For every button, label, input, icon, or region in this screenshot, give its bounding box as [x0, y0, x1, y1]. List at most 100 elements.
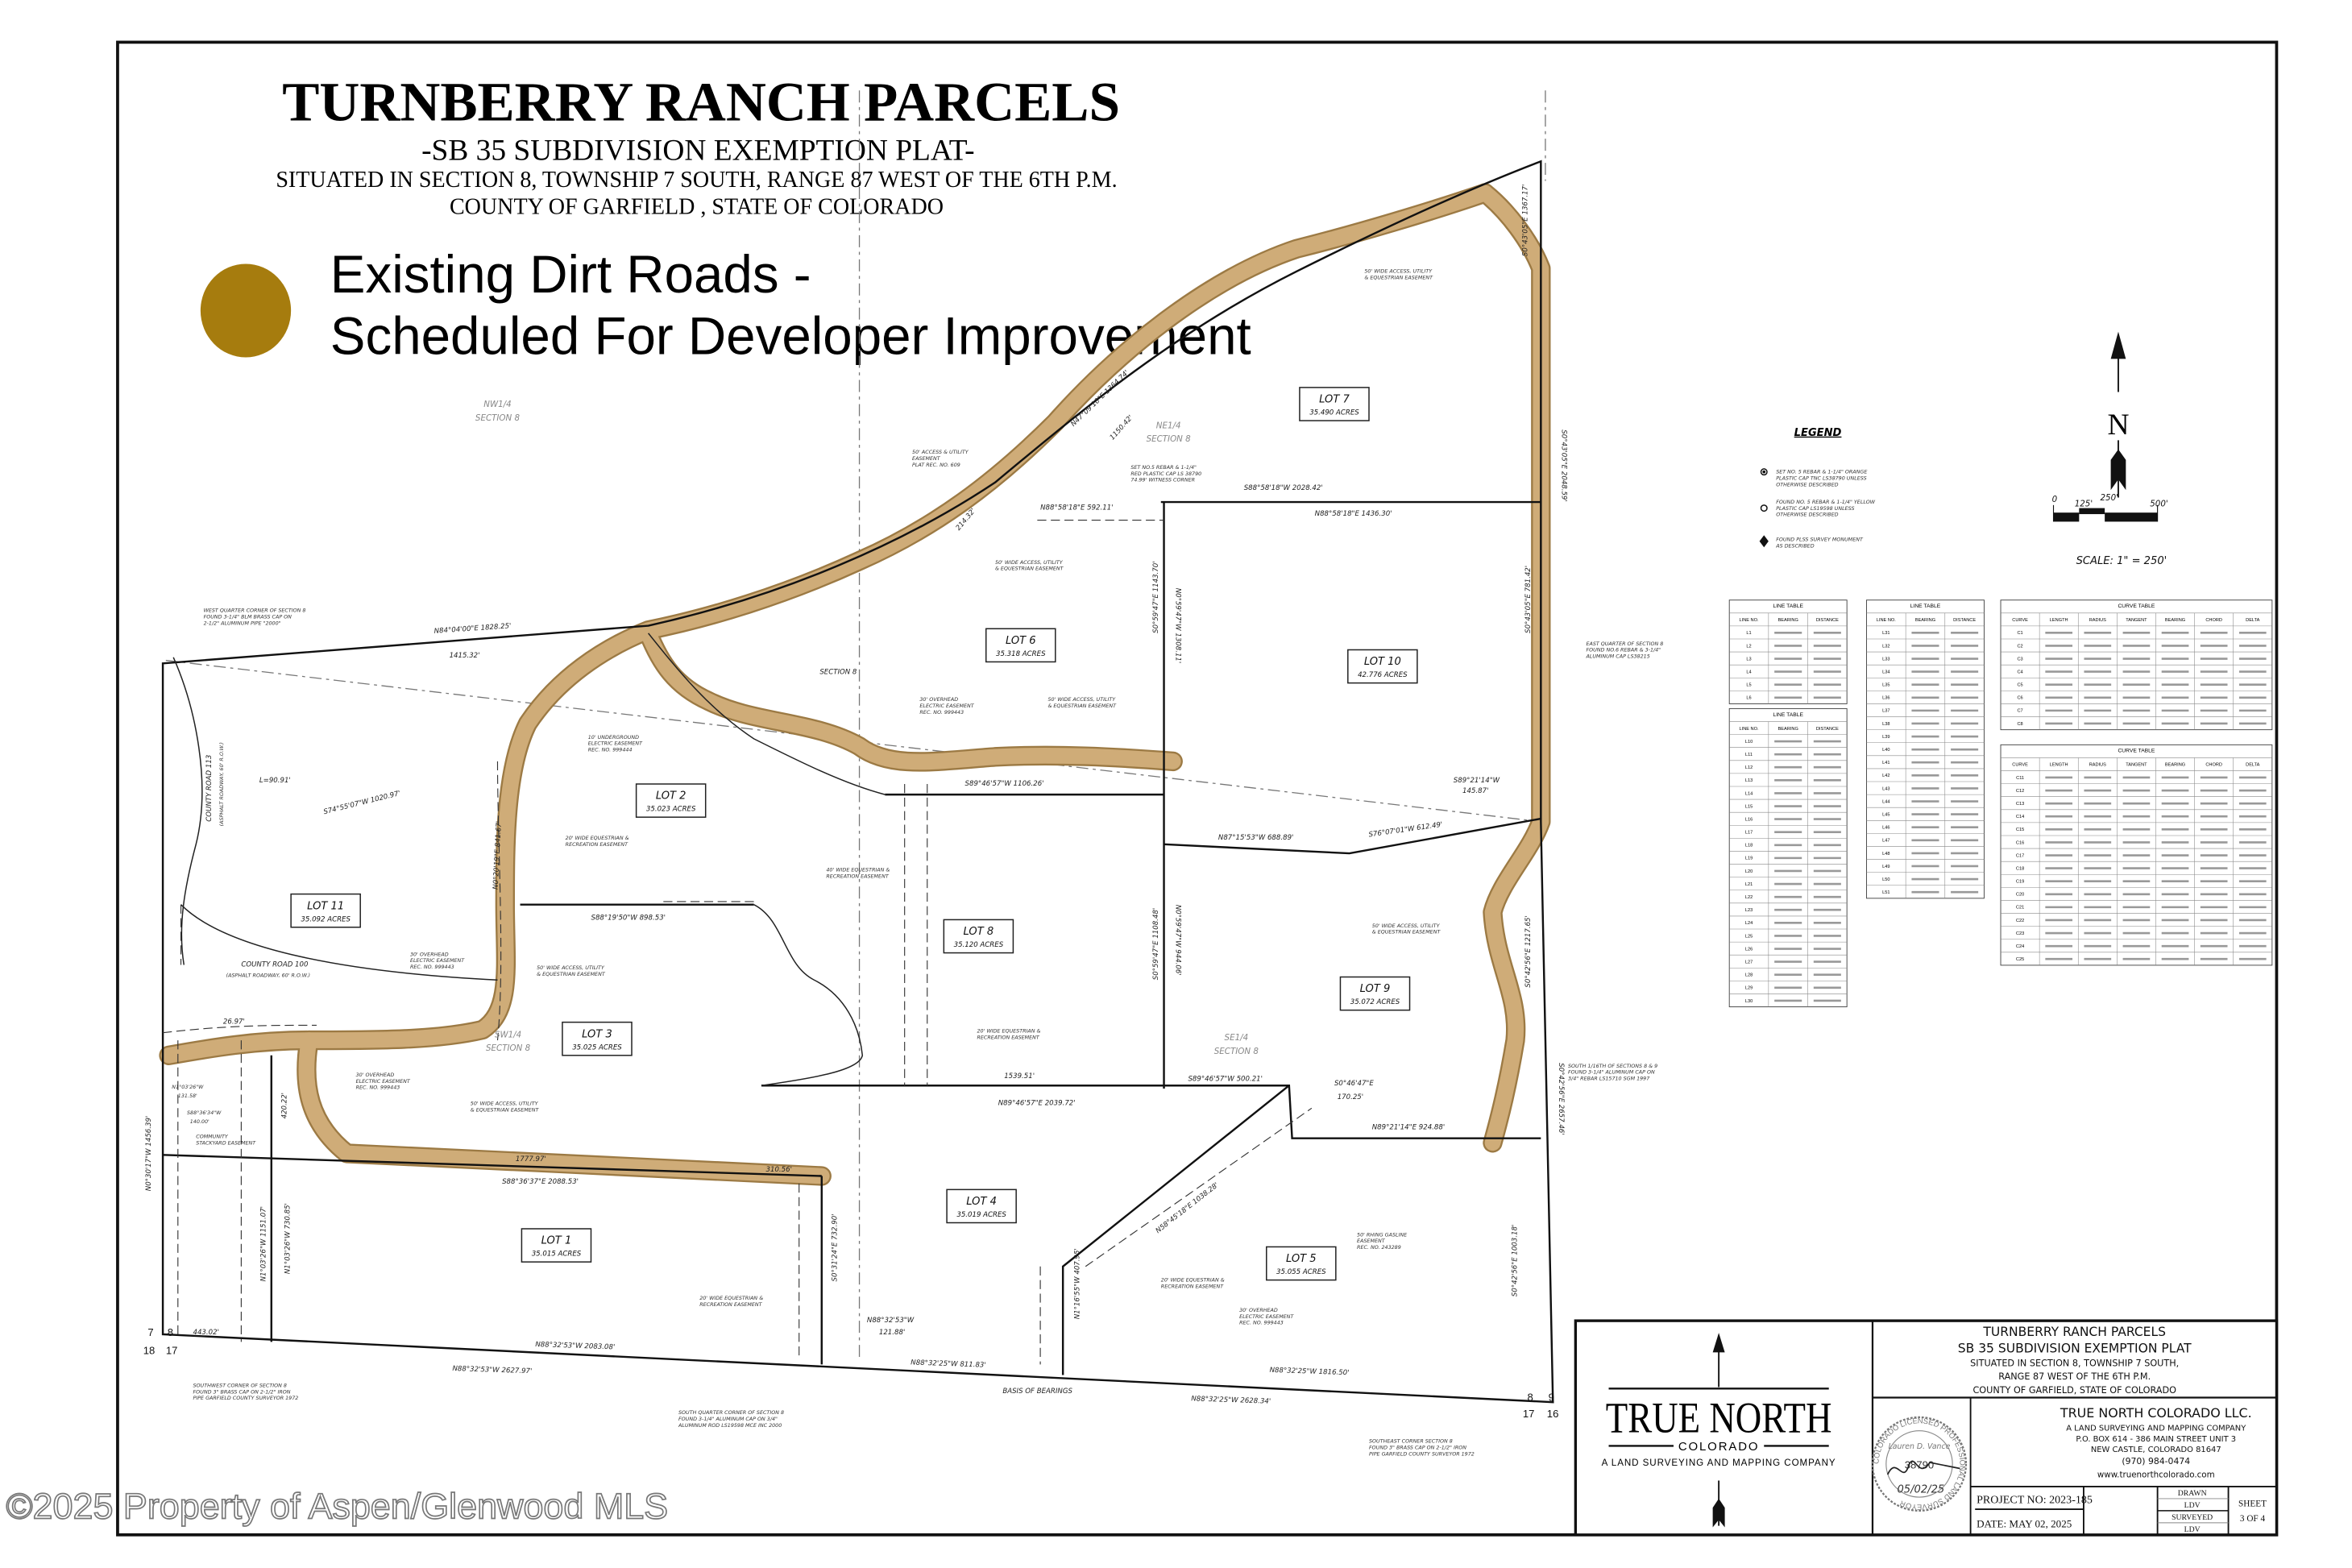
table-header: BEARING — [1778, 618, 1798, 623]
table-row-label: L23 — [1745, 908, 1753, 913]
lot-label: LOT 435.019 ACRES — [946, 1188, 1017, 1224]
title-county: COUNTY OF GARFIELD , STATE OF COLORADO — [450, 195, 944, 220]
table-header: LENGTH — [2050, 763, 2068, 768]
table-row-label: C24 — [2016, 944, 2024, 949]
county-road-100-note: (ASPHALT ROADWAY, 60' R.O.W.) — [226, 973, 310, 979]
bearing-label: 1539.51' — [1004, 1072, 1035, 1081]
tb-subtitle: SB 35 SUBDIVISION EXEMPTION PLAT — [1958, 1341, 2192, 1355]
table-header: CURVE — [2012, 618, 2028, 623]
svg-text:35.318 ACRES: 35.318 ACRES — [996, 650, 1046, 658]
plat-title: TURNBERRY RANCH PARCELS -SB 35 SUBDIVISI… — [276, 71, 1120, 220]
text-line: RECREATION EASEMENT — [826, 873, 889, 879]
callout-equestrian: 20' WIDE EQUESTRIAN &RECREATION EASEMENT — [699, 1296, 763, 1308]
table-row-label: L31 — [1882, 631, 1889, 636]
table-row-label: L5 — [1746, 683, 1751, 688]
bearing-label: 310.56' — [766, 1166, 792, 1174]
logo-tagline: A LAND SURVEYING AND MAPPING COMPANY — [1602, 1458, 1836, 1468]
title-block: TRUE NORTH COLORADO A LAND SURVEYING AND… — [1574, 1319, 2279, 1537]
drawn-label: DRAWN — [2178, 1489, 2207, 1498]
bearing-label: 121.88' — [879, 1329, 905, 1337]
text-line: 50' WIDE ACCESS, UTILITY — [471, 1101, 539, 1107]
text-line: WEST QUARTER CORNER OF SECTION 8 — [204, 608, 306, 614]
lot-labels: LOT 735.490 ACRES LOT 635.318 ACRES LOT … — [290, 387, 1418, 1281]
table-row-label: L34 — [1882, 670, 1889, 674]
bearing-label: S0°43'05"E 1367.17' — [1521, 185, 1529, 256]
bearing-label: 420.22' — [281, 1093, 289, 1118]
bearing-label: S88°36'34"W — [187, 1110, 222, 1116]
text-line: EASEMENT — [912, 456, 941, 462]
callout-equestrian: 40' WIDE EQUESTRIAN &RECREATION EASEMENT — [826, 868, 890, 880]
text-line: PLASTIC CAP LS19598 UNLESS — [1776, 506, 1854, 512]
table-row-label: L46 — [1882, 826, 1889, 831]
bearing-label: N1°03'26"W — [172, 1084, 204, 1090]
corner-number: 18 — [143, 1344, 156, 1356]
drawn-by: LDV — [2184, 1501, 2201, 1510]
bearing-label: S89°46'57"W 500.21' — [1188, 1076, 1263, 1084]
text-line: FOUND 3" BRASS CAP ON 2-1/2" IRON — [1369, 1446, 1466, 1451]
scale-tick: 500' — [2150, 500, 2167, 509]
svg-text:LOT 6: LOT 6 — [1006, 635, 1036, 647]
corner-number: 16 — [1547, 1408, 1559, 1420]
table-row-label: C11 — [2016, 776, 2024, 781]
table-header: DISTANCE — [1816, 727, 1839, 732]
road-west-spur — [160, 1032, 317, 1064]
county-road-113-note: (ASPHALT ROADWAY, 60' R.O.W.) — [219, 742, 225, 826]
county-road-100-label: COUNTY ROAD 100 — [241, 960, 309, 969]
table-title: LINE TABLE — [1773, 712, 1803, 718]
text-line: FOUND 3-1/4" ALUMINUM CAP ON — [1568, 1070, 1655, 1076]
road-legend-line2: Scheduled For Developer Improvement — [330, 307, 1251, 366]
corner-number: 17 — [1523, 1408, 1535, 1420]
table-row-label: L41 — [1882, 761, 1889, 765]
text-line: ELECTRIC EASEMENT — [356, 1079, 411, 1085]
table-header: CHORD — [2205, 763, 2222, 768]
bearing-label: S0°42'56"E 1217.65' — [1524, 915, 1533, 987]
bearing-label: 26.97' — [223, 1018, 245, 1027]
table-row-label: L2 — [1746, 644, 1751, 649]
text-line: REC. NO. 999443 — [1239, 1321, 1284, 1326]
road-lot6-spur — [640, 625, 1181, 770]
table-row-label: L29 — [1745, 986, 1753, 991]
text-line: & EQUESTRIAN EASEMENT — [1372, 930, 1441, 935]
seal-date: 05/02/25 — [1897, 1483, 1944, 1495]
bearing-label: N0°20'19"E 841.67' — [492, 821, 503, 890]
table-row-label: C25 — [2016, 957, 2024, 962]
lot-label: LOT 335.025 ACRES — [562, 1021, 633, 1056]
table-row-label: C8 — [2017, 722, 2022, 727]
text-line: & EQUESTRIAN EASEMENT — [1364, 276, 1433, 281]
text-line: REC. NO. 243289 — [1357, 1245, 1401, 1251]
text-line: SET NO.5 REBAR & 1-1/4" — [1130, 465, 1197, 471]
text-line: RED PLASTIC CAP LS 38790 — [1130, 471, 1201, 477]
text-line: 74.99' WITNESS CORNER — [1130, 478, 1195, 483]
bearing-label: S0°42'56"E 2657.46' — [1557, 1063, 1565, 1135]
table-row-label: L14 — [1745, 791, 1753, 796]
nw-quarter-section: SECTION 8 — [475, 413, 521, 423]
text-line: 50' WIDE ACCESS, UTILITY — [1364, 269, 1433, 275]
callout-witness-corner: SET NO.5 REBAR & 1-1/4"RED PLASTIC CAP L… — [1130, 465, 1201, 483]
svg-text:LOT 10: LOT 10 — [1364, 656, 1401, 668]
road-legend: Existing Dirt Roads - Scheduled For Deve… — [200, 245, 1251, 366]
text-line: ALUMINUM CAP LS38215 — [1585, 654, 1649, 660]
svg-text:35.015 ACRES: 35.015 ACRES — [532, 1251, 582, 1259]
text-line: RECREATION EASEMENT — [699, 1302, 762, 1308]
text-line: 20' WIDE EQUESTRIAN & — [977, 1029, 1041, 1035]
table-header: TANGENT — [2126, 763, 2147, 768]
table-row-label: L19 — [1745, 857, 1753, 861]
tb-line: RANGE 87 WEST OF THE 6TH P.M. — [1998, 1371, 2151, 1382]
text-line: SOUTH QUARTER CORNER OF SECTION 8 — [678, 1410, 784, 1416]
table-row-label: L30 — [1745, 999, 1753, 1004]
table-row-label: L22 — [1745, 895, 1753, 900]
callout-easement: 50' WIDE ACCESS, UTILITY& EQUESTRIAN EAS… — [1364, 269, 1433, 281]
table-header: DISTANCE — [1953, 618, 1976, 623]
road-legend-swatch — [200, 263, 292, 358]
text-line: REC. NO. 999443 — [410, 964, 454, 970]
table-row-label: L10 — [1745, 740, 1753, 745]
bearing-label: S0°31'24"E 732.90' — [831, 1213, 839, 1281]
